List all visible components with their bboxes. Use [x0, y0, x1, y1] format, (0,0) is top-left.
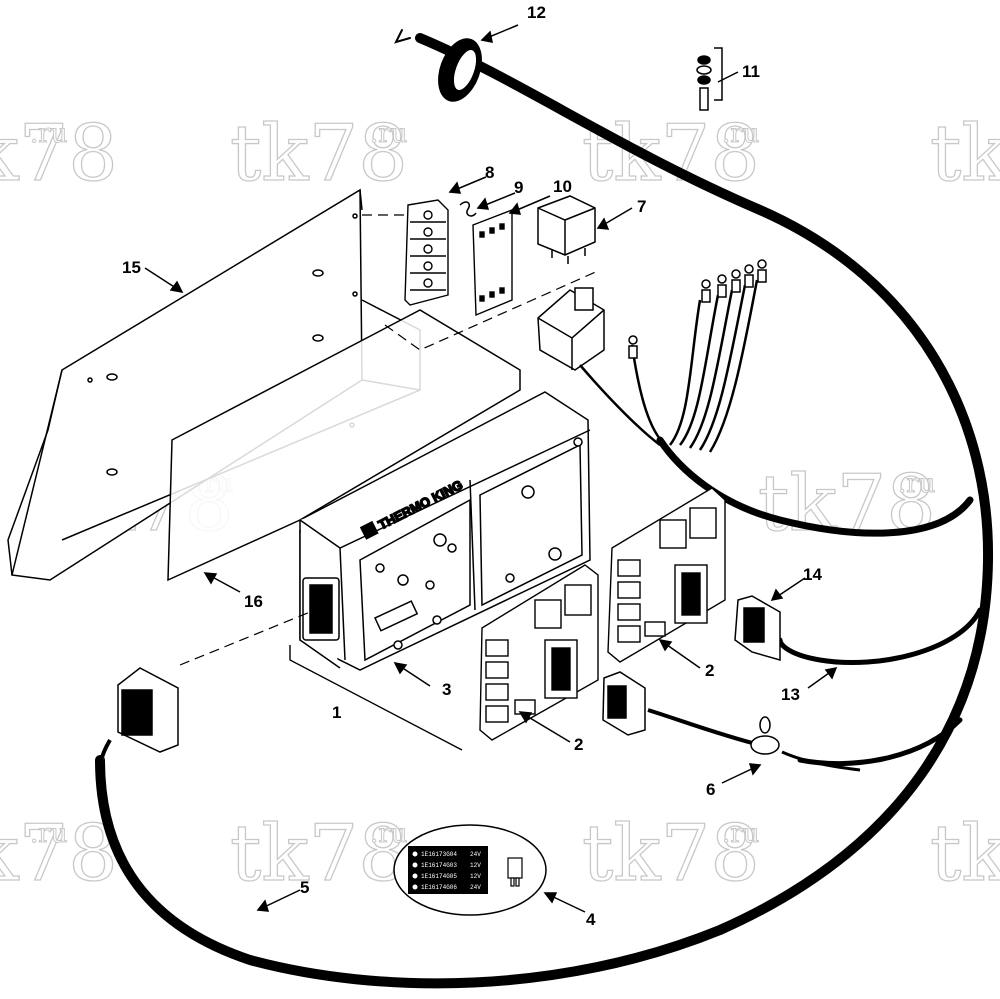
- svg-text:tk78: tk78: [230, 809, 408, 899]
- svg-text:1E16174G06: 1E16174G06: [421, 884, 457, 891]
- watermark: tk78.ru: [0, 808, 119, 899]
- callout-12: 12: [527, 3, 546, 22]
- svg-text:.ru: .ru: [370, 119, 407, 149]
- watermark: tk78: [929, 808, 1000, 899]
- svg-text:1E16173G04: 1E16173G04: [421, 851, 457, 858]
- ring-terminals: [628, 259, 767, 359]
- clip: [459, 201, 477, 217]
- callout-4: 4: [586, 910, 596, 929]
- bolt-stack: [696, 47, 723, 111]
- callout-3: 3: [442, 680, 451, 699]
- assembly-lines: [179, 214, 601, 666]
- watermark: tk78.ru: [229, 108, 408, 199]
- callout-7: 7: [637, 197, 646, 216]
- fuse-label-row: 1E16173G04 24V: [412, 851, 481, 858]
- svg-text:.ru: .ru: [30, 119, 67, 149]
- svg-text:tk78: tk78: [0, 809, 118, 899]
- harness-connector-plug: [98, 667, 179, 771]
- svg-text:.ru: .ru: [722, 119, 759, 149]
- watermark: tk78.ru: [581, 808, 760, 899]
- watermarks: tk78.ru tk78.ru tk78.ru tk78 tk78.ru tk7…: [0, 108, 1000, 899]
- leader-arrows: [144, 24, 838, 913]
- connector-14: [734, 595, 781, 661]
- svg-text:tk78: tk78: [0, 109, 118, 199]
- watermark: tk78.ru: [581, 108, 760, 199]
- main-harness: [95, 29, 994, 989]
- svg-text:tk78: tk78: [930, 109, 1000, 199]
- callout-15: 15: [122, 258, 141, 277]
- controller-housing: THERMO KING: [299, 391, 591, 671]
- callouts: 1 2 2 3 4 5 6 7 8 9 10 11 12 13 14 15 16: [122, 3, 822, 929]
- watermark: tk78.ru: [757, 458, 936, 549]
- watermark: tk78: [929, 108, 1000, 199]
- fuse-label-row: 1E16174G06 24V: [412, 884, 481, 891]
- svg-text:12V: 12V: [470, 873, 481, 880]
- fuse-icon: [507, 857, 523, 887]
- callout-10: 10: [553, 177, 572, 196]
- fuse-label-oval: 1E16173G04 24V 1E16174G03 12V 1E16174G05 12…: [393, 824, 547, 916]
- callout-9: 9: [514, 178, 523, 197]
- callout-2-lower: 2: [574, 735, 583, 754]
- svg-text:tk78: tk78: [582, 109, 760, 199]
- svg-text:.ru: .ru: [722, 819, 759, 849]
- fuse-label-row: 1E16174G05 12V: [412, 873, 481, 880]
- fuse-label-row: 1E16174G03 12V: [412, 862, 481, 869]
- svg-text:12V: 12V: [470, 862, 481, 869]
- callout-13: 13: [781, 685, 800, 704]
- svg-text:1E16174G05: 1E16174G05: [421, 873, 457, 880]
- svg-text:.ru: .ru: [898, 469, 935, 499]
- callout-1: 1: [332, 703, 341, 722]
- watermark: tk78.ru: [229, 808, 408, 899]
- callout-16: 16: [244, 592, 263, 611]
- relay-plate: [472, 208, 513, 317]
- callout-5: 5: [300, 878, 309, 897]
- watermark: tk78.ru: [0, 108, 119, 199]
- relay-board-lower: [479, 564, 599, 741]
- back-plate: [167, 309, 521, 582]
- relay: [537, 195, 596, 264]
- svg-text:24V: 24V: [470, 851, 481, 858]
- svg-text:.ru: .ru: [30, 819, 67, 849]
- callout-2-upper: 2: [705, 661, 714, 680]
- grommet: [438, 38, 482, 102]
- svg-text:1E16174G03: 1E16174G03: [421, 862, 457, 869]
- connector-6: [602, 671, 861, 772]
- callout-14: 14: [803, 565, 822, 584]
- svg-text:tk78: tk78: [582, 809, 760, 899]
- relay-socket: [537, 287, 605, 371]
- svg-text:24V: 24V: [470, 884, 481, 891]
- callout-11: 11: [742, 62, 760, 81]
- relay-board-upper: [607, 487, 726, 663]
- callout-6: 6: [706, 780, 715, 799]
- svg-text:tk78: tk78: [230, 109, 408, 199]
- terminal-strip: [404, 199, 449, 306]
- ring-terminal-wires: [579, 279, 759, 453]
- item-1-bracket: [289, 645, 463, 751]
- svg-text:.ru: .ru: [370, 819, 407, 849]
- svg-text:tk78: tk78: [930, 809, 1000, 899]
- callout-8: 8: [485, 163, 494, 182]
